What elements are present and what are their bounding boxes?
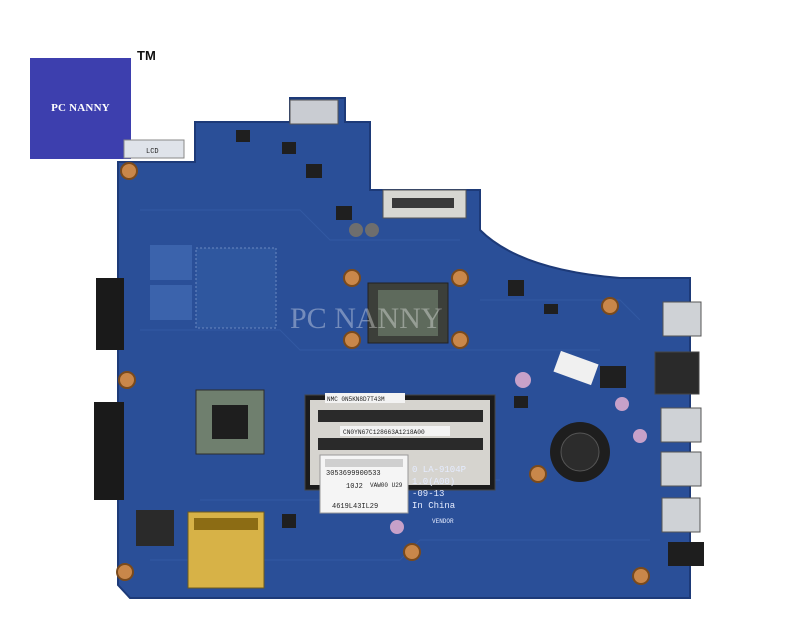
smd-components [236, 130, 626, 528]
pc-nanny-logo: PC NANNY [30, 58, 131, 159]
smd-chip [544, 304, 558, 314]
cmos-battery [560, 432, 600, 472]
mount-hole [343, 269, 361, 287]
mount-hole [632, 567, 650, 585]
lcd-connector [123, 139, 185, 159]
mount-hole [343, 331, 361, 349]
chipset-die [212, 405, 248, 439]
rev-silkscreen: 1.0(A00) [412, 477, 455, 487]
audio-jack [668, 542, 704, 566]
smd-chip [282, 514, 296, 528]
serial-line-3: 4619L43IL29 [332, 503, 378, 511]
ram-sticker-2 [340, 426, 450, 436]
ram-sticker-2-text: CN0YN67C128663A1218A00 [343, 429, 425, 436]
mount-hole [120, 162, 138, 180]
date-silkscreen: -09-13 [412, 489, 444, 499]
origin-silkscreen: In China [412, 501, 456, 511]
mount-hole [451, 269, 469, 287]
ram-sticker-1 [325, 393, 405, 403]
memory-pads-2 [150, 285, 192, 320]
card-reader-pins [194, 518, 258, 530]
capacitors [349, 223, 647, 534]
barcode [325, 459, 403, 467]
mounting-holes [116, 162, 650, 585]
smd-chip [306, 164, 322, 178]
smd-chip [282, 142, 296, 154]
model-silkscreen: 0 LA-9104P [412, 465, 466, 475]
trademark-mark: TM [137, 48, 156, 63]
mount-hole [451, 331, 469, 349]
memory-pads-1 [150, 245, 192, 280]
smd-chip [600, 366, 626, 388]
smd-chip [336, 206, 352, 220]
serial-side: VAW00 U29 [370, 482, 403, 489]
capacitor [390, 520, 404, 534]
cpu-die [378, 290, 438, 336]
capacitor [349, 223, 363, 237]
ram-sticker-1-text: NMC 0N5KN8D7T43M [327, 396, 385, 403]
mount-hole [116, 563, 134, 581]
mount-hole [403, 543, 421, 561]
mount-hole [601, 297, 619, 315]
capacitor [365, 223, 379, 237]
ethernet-port [654, 351, 700, 395]
pc-nanny-watermark: PC NANNY [290, 302, 443, 335]
sata-connector-upper [96, 278, 124, 350]
usb-port-3 [660, 451, 702, 487]
serial-line-2: 10J2 [346, 483, 363, 491]
vendor-silkscreen: VENDOR [432, 518, 454, 525]
capacitor [615, 397, 629, 411]
capacitor [515, 372, 531, 388]
ribbon-sticker [553, 350, 599, 386]
lcd-label: LCD [146, 148, 159, 156]
power-connector [289, 99, 339, 125]
smd-chip [514, 396, 528, 408]
ram-slot-opening-2 [318, 438, 483, 450]
capacitor [633, 429, 647, 443]
serial-line-1: 3053699900533 [326, 470, 381, 478]
hdmi-port [661, 497, 701, 533]
logo-text: PC NANNY [51, 102, 110, 114]
sata-connector-lower [94, 402, 124, 500]
mount-hole [529, 465, 547, 483]
ram-slot-opening-1 [318, 410, 483, 422]
pcb-board [117, 97, 691, 599]
usb-port-2 [660, 407, 702, 443]
card-reader-chip [136, 510, 174, 546]
usb-port-1 [662, 301, 702, 337]
smd-chip [508, 280, 524, 296]
top-slot-opening [392, 198, 454, 208]
smd-chip [236, 130, 250, 142]
bga-area [195, 247, 277, 329]
mount-hole [118, 371, 136, 389]
